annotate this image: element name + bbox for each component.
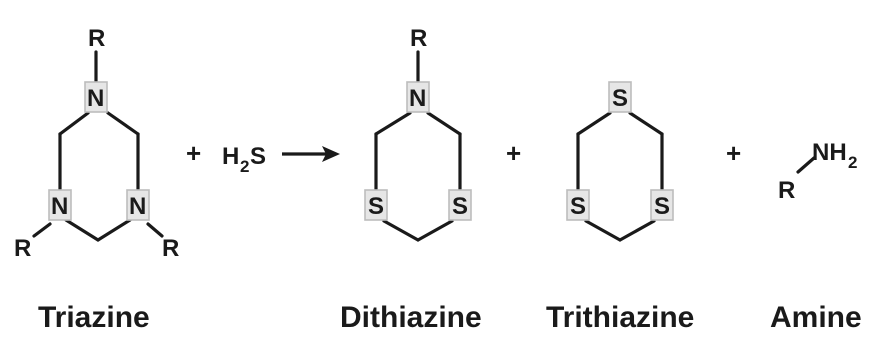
reaction-arrow-icon (282, 146, 340, 162)
trithiazine-bond-s-top-ch2-right (628, 111, 664, 136)
dithiazine-s-right: S (452, 193, 468, 220)
caption-triazine: Triazine (38, 301, 150, 334)
triazine-r-top: R (88, 25, 105, 52)
h2s-subscript-2: 2 (240, 157, 249, 176)
dithiazine-bond-n-ch2-right (426, 111, 462, 136)
caption-trithiazine: Trithiazine (546, 301, 694, 334)
hydrogen-sulfide-formula: H 2 S (222, 143, 266, 176)
dithiazine-structure: R N S S (364, 25, 472, 242)
trithiazine-bond-s-right-ch2-bottom (618, 219, 656, 242)
triazine-n-right: N (129, 193, 146, 220)
triazine-structure: R N N N R R (14, 25, 179, 262)
triazine-n-left-box (48, 189, 72, 221)
trithiazine-s-right-box (650, 189, 674, 221)
amine-r: R (778, 177, 795, 204)
trithiazine-s-top-box (608, 81, 632, 113)
triazine-bond-n-left-r (32, 222, 52, 238)
triazine-bond-n-top-ch2-right (106, 111, 140, 136)
plus-sign-1: + (186, 138, 201, 168)
h2s-h: H (222, 143, 239, 170)
trithiazine-s-left-box (566, 189, 590, 221)
reaction-arrow-head (322, 146, 340, 162)
triazine-r-left: R (14, 235, 31, 262)
plus-sign-2: + (506, 138, 521, 168)
dithiazine-bond-s-left-ch2-bottom (382, 219, 420, 242)
triazine-bond-n-right-ch2-bottom (96, 218, 132, 242)
dithiazine-r: R (410, 25, 427, 52)
trithiazine-structure: S S S (566, 81, 674, 242)
h2s-s: S (250, 143, 266, 170)
dithiazine-bond-s-right-ch2-bottom (416, 219, 454, 242)
dithiazine-s-right-box (448, 189, 472, 221)
amine-subscript-2: 2 (848, 153, 857, 172)
dithiazine-s-left-box (364, 189, 388, 221)
triazine-n-right-box (126, 189, 150, 221)
dithiazine-bond-n-ch2-left (374, 111, 412, 136)
caption-amine: Amine (770, 301, 862, 334)
triazine-n-top: N (87, 85, 104, 112)
triazine-bond-n-right-r (146, 222, 164, 238)
triazine-n-top-box (84, 81, 108, 113)
trithiazine-s-left: S (570, 193, 586, 220)
plus-sign-3: + (726, 138, 741, 168)
amine-nh: NH (812, 139, 847, 166)
dithiazine-n-box (406, 81, 430, 113)
dithiazine-s-left: S (368, 193, 384, 220)
triazine-r-right: R (162, 235, 179, 262)
trithiazine-s-top: S (612, 85, 628, 112)
trithiazine-bond-s-left-ch2-bottom (584, 219, 622, 242)
trithiazine-s-right: S (654, 193, 670, 220)
amine-structure: R NH 2 (778, 139, 857, 204)
trithiazine-bond-s-top-ch2-left (576, 111, 612, 136)
dithiazine-n: N (409, 85, 426, 112)
caption-dithiazine: Dithiazine (340, 301, 482, 334)
triazine-bond-n-left-ch2-bottom (64, 218, 100, 242)
triazine-bond-n-top-ch2-left (58, 111, 90, 136)
triazine-n-left: N (51, 193, 68, 220)
amine-bond-r-n (796, 156, 816, 174)
